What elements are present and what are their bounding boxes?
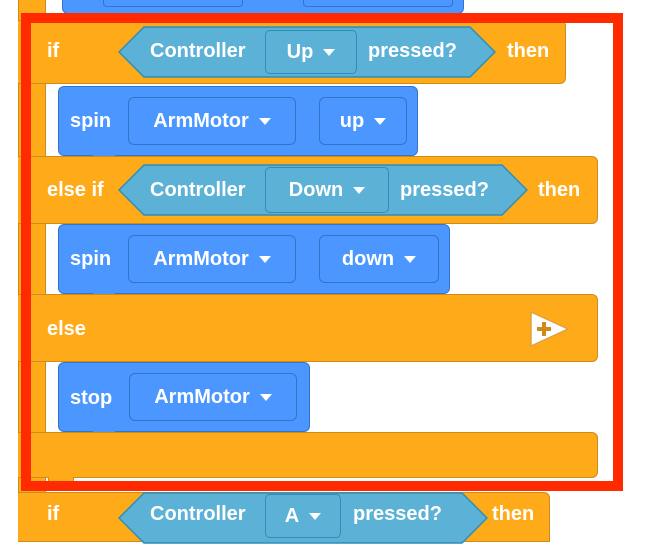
previous-block-fragment (62, 0, 464, 14)
chevron-down-icon (353, 186, 366, 194)
spin-label: spin (70, 110, 112, 132)
then-label: then (507, 40, 550, 62)
controller-button-dropdown[interactable]: Up (265, 30, 357, 74)
pressed-label: pressed? (353, 503, 442, 525)
else-header[interactable] (18, 294, 598, 362)
pressed-label: pressed? (400, 179, 489, 201)
chevron-down-icon (323, 48, 336, 56)
controller-button-value: Down (288, 178, 344, 201)
then-label: then (492, 503, 535, 525)
sensor-label: Controller (150, 179, 246, 201)
motor-dropdown[interactable]: ArmMotor (128, 235, 296, 283)
sensor-label: Controller (150, 503, 246, 525)
chevron-down-icon (258, 255, 271, 263)
if-block-footer (18, 432, 598, 478)
sensor-label: Controller (150, 40, 246, 62)
direction-value: down (341, 247, 395, 270)
spin-label: spin (70, 248, 112, 270)
chevron-down-icon (374, 117, 387, 125)
controller-button-dropdown[interactable]: A (265, 494, 341, 538)
add-branch-icon[interactable] (528, 310, 572, 348)
motor-value: ArmMotor (153, 247, 249, 270)
else-if-keyword: else if (47, 179, 104, 201)
pressed-label: pressed? (368, 40, 457, 62)
motor-dropdown[interactable]: ArmMotor (128, 97, 296, 145)
controller-button-value: Up (286, 40, 314, 63)
controller-button-value: A (284, 504, 300, 527)
direction-value: up (339, 109, 365, 132)
chevron-down-icon (259, 393, 272, 401)
chevron-down-icon (404, 255, 417, 263)
else-keyword: else (47, 318, 86, 340)
stop-label: stop (70, 387, 113, 409)
previous-block-field (103, 0, 243, 7)
chevron-down-icon (258, 117, 271, 125)
direction-dropdown[interactable]: down (319, 235, 439, 283)
controller-button-dropdown[interactable]: Down (265, 167, 389, 213)
motor-value: ArmMotor (153, 109, 249, 132)
previous-block-field (303, 0, 453, 7)
direction-dropdown[interactable]: up (319, 97, 407, 145)
highlight-box (21, 13, 623, 491)
chevron-down-icon (309, 512, 322, 520)
if-keyword: if (47, 503, 60, 525)
then-label: then (538, 179, 581, 201)
motor-value: ArmMotor (154, 385, 250, 408)
if-keyword: if (47, 40, 60, 62)
motor-dropdown[interactable]: ArmMotor (129, 373, 297, 421)
